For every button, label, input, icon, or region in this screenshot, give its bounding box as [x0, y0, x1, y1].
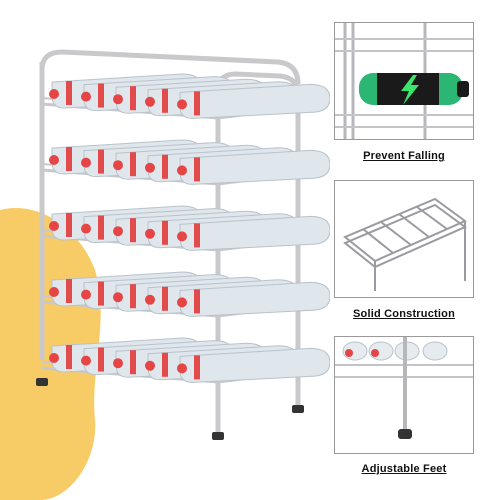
bottle — [177, 215, 330, 251]
bottle — [177, 281, 330, 317]
detail-adjustable-feet — [334, 336, 474, 454]
rack-foot — [212, 432, 224, 440]
caption-adjustable-feet: Adjustable Feet — [361, 463, 447, 475]
bottle — [177, 83, 330, 119]
detail-prevent-falling — [334, 22, 474, 140]
caption-prevent-falling: Prevent Falling — [363, 150, 445, 162]
detail-solid-construction — [334, 180, 474, 298]
battery-bottle-icon — [359, 73, 469, 105]
wire-shelf-icon — [343, 197, 467, 291]
bottle — [177, 149, 330, 185]
rack-top-bar — [39, 49, 301, 85]
bottle — [177, 347, 330, 383]
rack-foot — [36, 378, 48, 386]
caption-solid-construction: Solid Construction — [353, 308, 455, 320]
product-illustration — [0, 49, 330, 500]
adjustable-foot-icon — [398, 429, 412, 439]
rack-foot — [292, 405, 304, 413]
bottle-rack — [36, 49, 330, 440]
